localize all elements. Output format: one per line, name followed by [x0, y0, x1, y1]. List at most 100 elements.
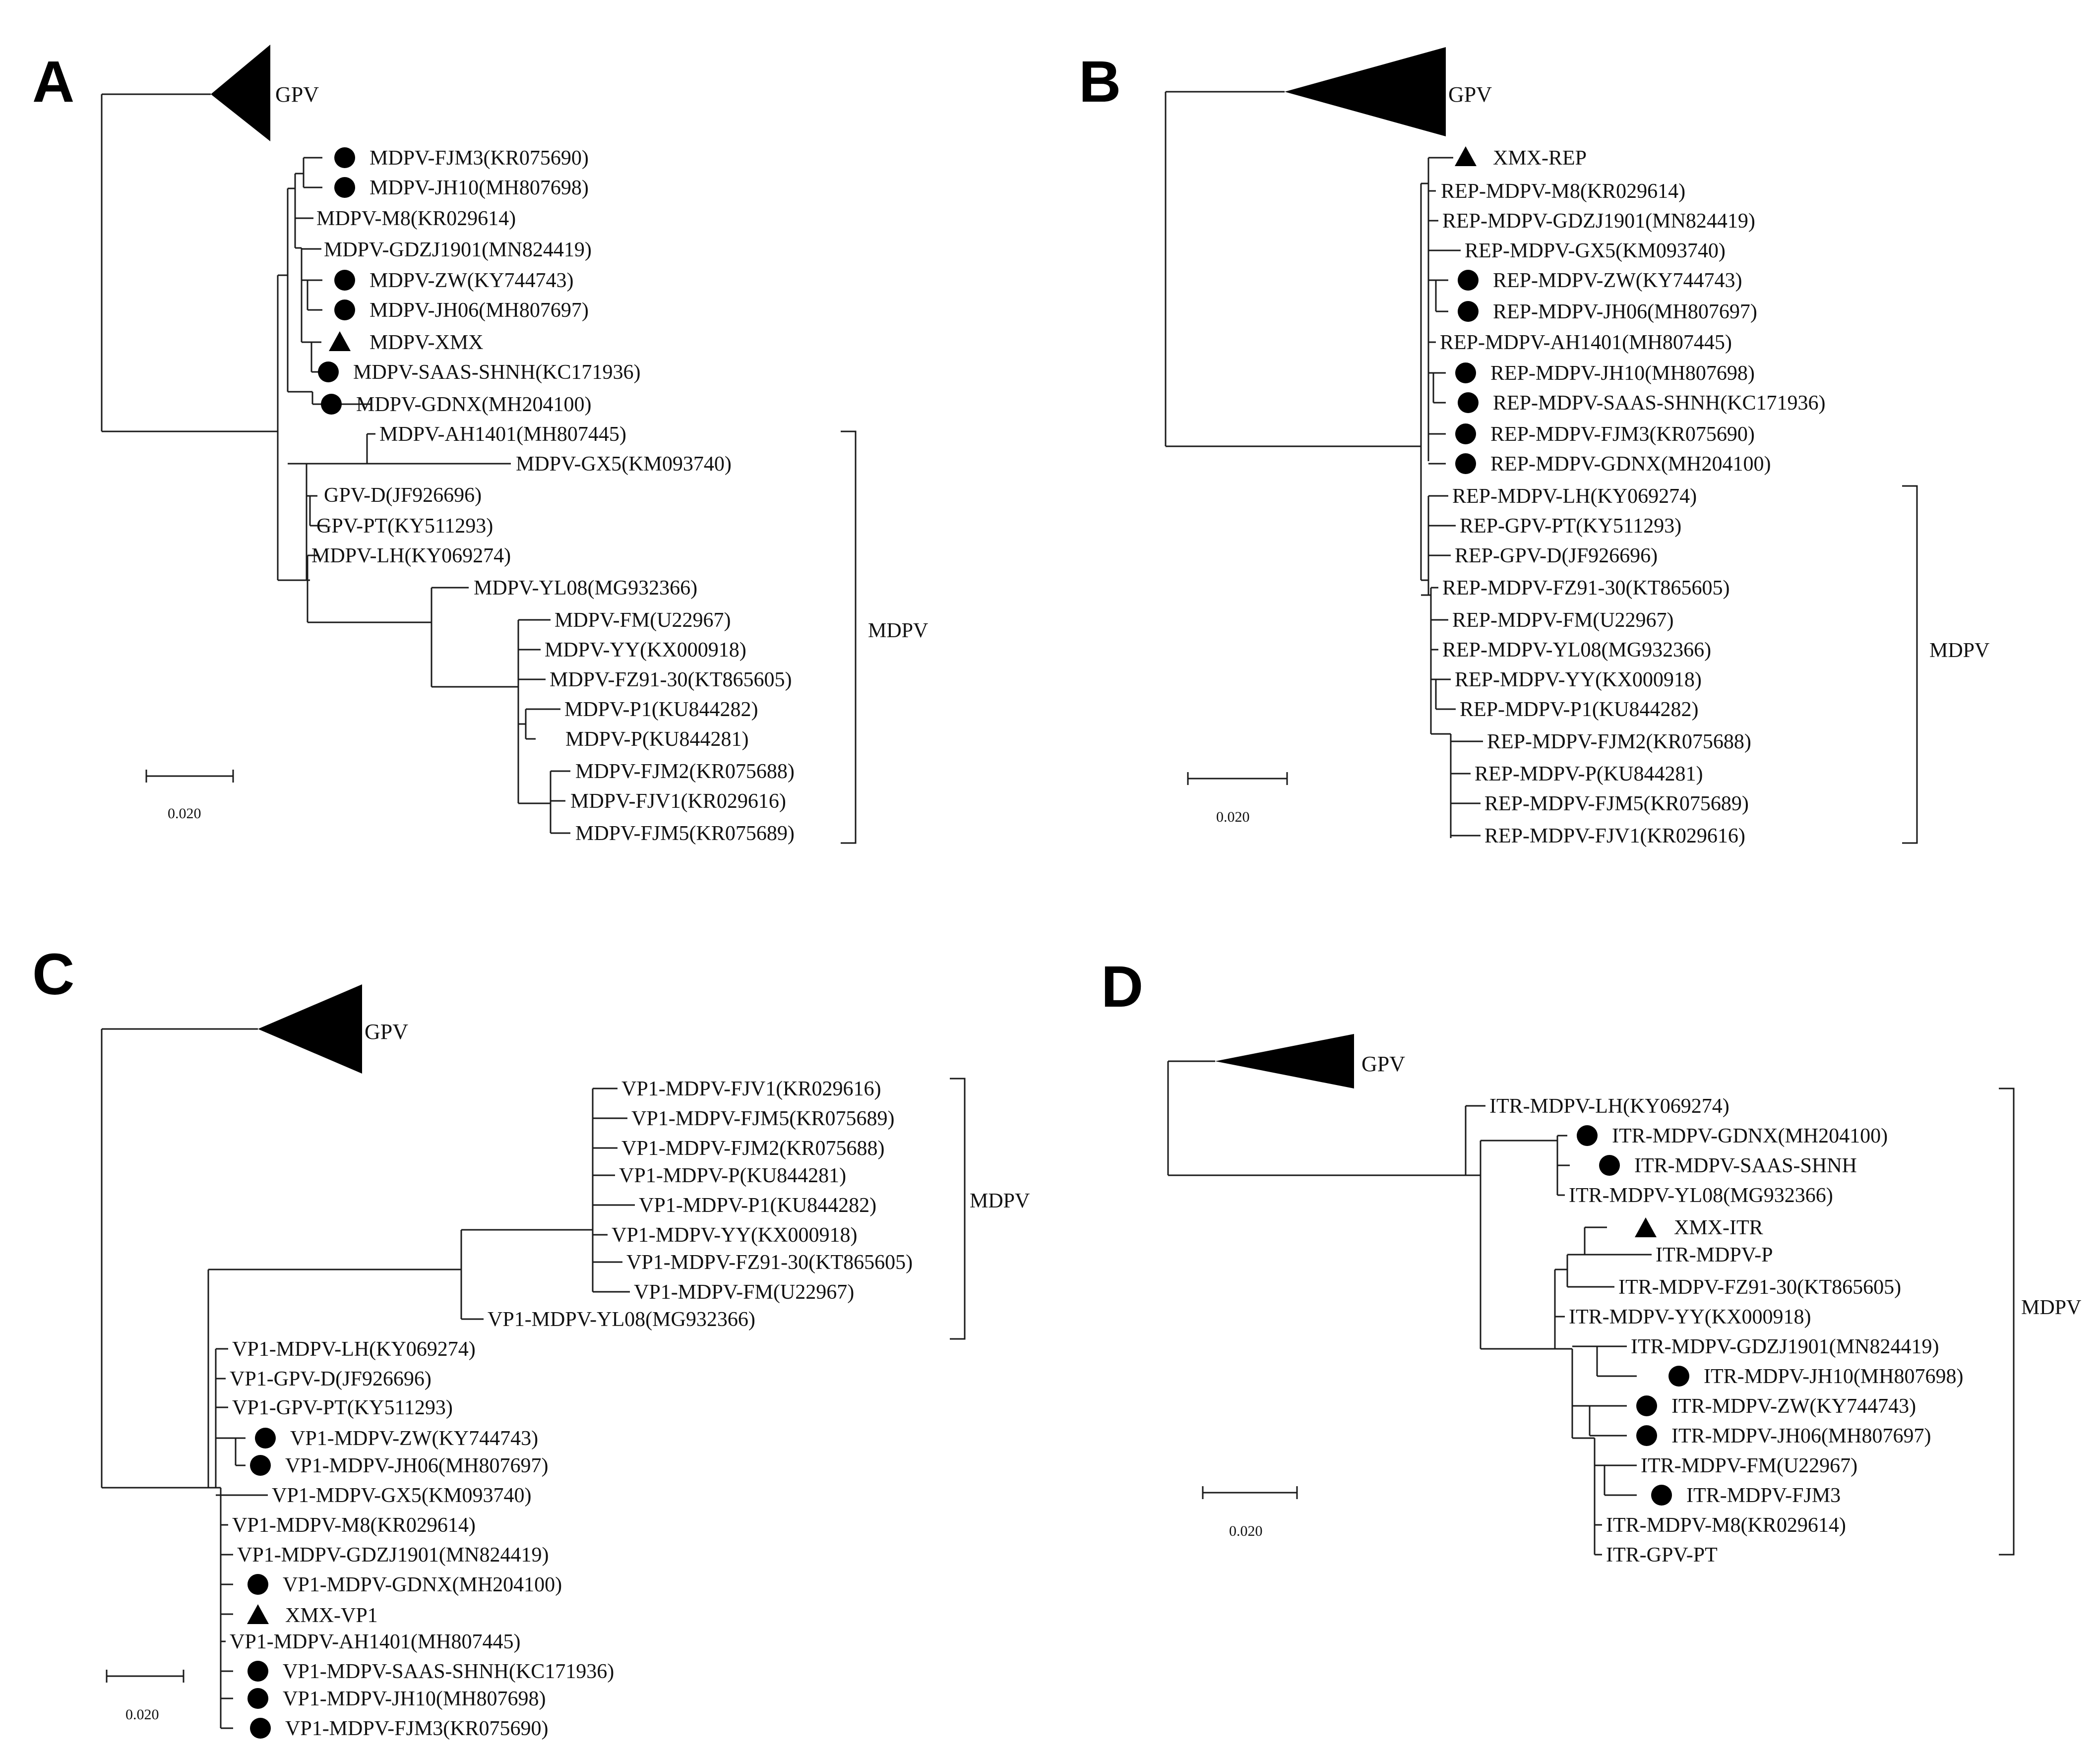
leaf-label: MDPV-SAAS-SHNH(KC171936): [353, 361, 641, 384]
leaf-marker-circle: [247, 1688, 268, 1709]
leaf-label: GPV-D(JF926696): [324, 484, 482, 507]
leaf-label: REP-MDPV-P(KU844281): [1475, 763, 1703, 785]
leaf-marker-circle: [318, 362, 339, 382]
leaf-label: ITR-MDPV-FZ91-30(KT865605): [1618, 1276, 1901, 1299]
leaf-label: VP1-MDPV-AH1401(MH807445): [230, 1631, 520, 1653]
leaf-label: VP1-MDPV-FJV1(KR029616): [621, 1078, 881, 1100]
panel-a-scale-bar: 0.020: [145, 770, 234, 822]
panel-a-mdpv-label: MDPV: [868, 619, 928, 642]
leaf-label: MDPV-FJM2(KR075688): [575, 760, 795, 783]
leaf-label: REP-MDPV-GDZJ1901(MN824419): [1442, 210, 1755, 233]
leaf-label: VP1-MDPV-FZ91-30(KT865605): [626, 1251, 913, 1274]
leaf-marker-circle: [250, 1718, 271, 1739]
leaf-label: ITR-MDPV-GDZJ1901(MN824419): [1631, 1335, 1939, 1358]
leaf-label: MDPV-M8(KR029614): [316, 207, 516, 230]
leaf-marker-circle: [1599, 1155, 1620, 1176]
panel-c-scale-label: 0.020: [125, 1706, 159, 1723]
panel-c-leaves: VP1-MDPV-FJV1(KR029616) VP1-MDPV-FJM5(KR…: [230, 1078, 913, 1740]
panel-b-scale-label: 0.020: [1216, 809, 1250, 825]
leaf-label: VP1-MDPV-FM(U22967): [634, 1281, 854, 1304]
leaf-label: MDPV-GDNX(MH204100): [356, 393, 591, 416]
leaf-label: MDPV-FJM3(KR075690): [370, 147, 589, 170]
leaf-marker-circle: [1651, 1485, 1672, 1506]
leaf-label: MDPV-FJM5(KR075689): [575, 822, 795, 845]
leaf-marker-circle: [334, 300, 355, 320]
leaf-label: REP-MDPV-GX5(KM093740): [1465, 240, 1726, 262]
leaf-label: REP-MDPV-LH(KY069274): [1452, 485, 1697, 508]
leaf-label: VP1-GPV-D(JF926696): [230, 1368, 432, 1390]
leaf-label: VP1-MDPV-P1(KU844282): [639, 1194, 876, 1217]
leaf-marker-circle: [1455, 453, 1476, 474]
panel-d-mdpv-label: MDPV: [2021, 1296, 2081, 1319]
leaf-marker-circle: [321, 394, 342, 415]
leaf-label: REP-MDPV-GDNX(MH204100): [1490, 453, 1771, 476]
leaf-label: VP1-MDPV-FJM5(KR075689): [631, 1107, 895, 1130]
leaf-marker-circle: [1458, 301, 1479, 322]
leaf-label: REP-MDPV-JH06(MH807697): [1493, 301, 1757, 323]
leaf-label: VP1-MDPV-JH10(MH807698): [283, 1688, 546, 1710]
leaf-label: REP-MDPV-YL08(MG932366): [1442, 639, 1711, 662]
leaf-label: MDPV-GDZJ1901(MN824419): [324, 239, 592, 261]
leaf-label: MDPV-JH10(MH807698): [370, 177, 589, 199]
leaf-label: REP-MDPV-ZW(KY744743): [1493, 269, 1742, 292]
leaf-label: MDPV-LH(KY069274): [311, 544, 511, 567]
panel-c-scale-bar: 0.020: [106, 1670, 185, 1723]
leaf-label: REP-MDPV-P1(KU844282): [1460, 698, 1699, 721]
leaf-label: VP1-MDPV-YL08(MG932366): [488, 1308, 755, 1331]
leaf-label: REP-MDPV-FJM3(KR075690): [1490, 423, 1755, 446]
panel-b-leaves: XMX-REP REP-MDPV-M8(KR029614) REP-MDPV-G…: [1440, 146, 1826, 847]
panel-d-letter: D: [1101, 954, 1143, 1020]
leaf-label: MDPV-FZ91-30(KT865605): [550, 668, 792, 691]
leaf-label: MDPV-JH06(MH807697): [370, 299, 589, 322]
leaf-marker-circle: [334, 147, 355, 168]
leaf-label: MDPV-FM(U22967): [555, 609, 731, 632]
panel-d-leaves: ITR-MDPV-LH(KY069274) ITR-MDPV-GDNX(MH20…: [1489, 1095, 1963, 1567]
leaf-label: XMX-ITR: [1674, 1216, 1763, 1239]
leaf-label: MDPV-YY(KX000918): [545, 639, 746, 662]
leaf-marker-circle: [247, 1574, 268, 1595]
leaf-label: VP1-MDPV-ZW(KY744743): [290, 1427, 538, 1450]
leaf-label: ITR-MDPV-YL08(MG932366): [1569, 1184, 1833, 1207]
panel-d-mdpv-bracket: [1999, 1087, 2015, 1556]
panel-d-gpv-label: GPV: [1361, 1052, 1405, 1076]
panel-c-mdpv-bracket: [950, 1078, 966, 1340]
leaf-label: MDPV-XMX: [370, 331, 484, 354]
leaf-label: ITR-MDPV-GDNX(MH204100): [1612, 1125, 1888, 1148]
leaf-label: VP1-MDPV-GX5(KM093740): [272, 1484, 531, 1507]
leaf-marker-triangle: [247, 1604, 269, 1624]
panel-b: B: [1079, 47, 1989, 847]
leaf-label: ITR-GPV-PT: [1606, 1544, 1718, 1567]
panel-a-letter: A: [32, 49, 74, 115]
leaf-label: REP-MDPV-SAAS-SHNH(KC171936): [1493, 392, 1826, 415]
leaf-marker-circle: [250, 1455, 271, 1476]
leaf-label: MDPV-P1(KU844282): [564, 698, 758, 721]
panel-b-letter: B: [1079, 49, 1121, 115]
panel-d-scale-bar: 0.020: [1202, 1486, 1298, 1539]
leaf-label: ITR-MDPV-SAAS-SHNH: [1634, 1154, 1857, 1177]
leaf-marker-circle: [247, 1661, 268, 1682]
panel-a-mdpv-bracket: [841, 430, 857, 844]
panel-c: C: [32, 942, 1030, 1740]
leaf-label: REP-MDPV-FJV1(KR029616): [1484, 825, 1745, 847]
leaf-marker-circle: [1668, 1366, 1689, 1387]
leaf-label: VP1-MDPV-YY(KX000918): [612, 1224, 857, 1247]
leaf-marker-circle: [1577, 1125, 1598, 1146]
panel-c-mdpv-label: MDPV: [970, 1190, 1030, 1212]
leaf-label: ITR-MDPV-JH10(MH807698): [1704, 1365, 1963, 1388]
panel-c-letter: C: [32, 942, 74, 1007]
leaf-label: REP-GPV-PT(KY511293): [1460, 515, 1681, 538]
leaf-label: REP-MDPV-YY(KX000918): [1455, 668, 1702, 691]
leaf-label: ITR-MDPV-M8(KR029614): [1606, 1514, 1846, 1537]
leaf-label: ITR-MDPV-YY(KX000918): [1569, 1306, 1811, 1329]
panel-c-gpv-label: GPV: [365, 1020, 408, 1044]
leaf-label: GPV-PT(KY511293): [316, 515, 493, 538]
leaf-label: VP1-MDPV-P(KU844281): [619, 1164, 846, 1187]
leaf-marker-circle: [334, 177, 355, 198]
panel-a-gpv-label: GPV: [275, 82, 319, 107]
leaf-label: ITR-MDPV-ZW(KY744743): [1671, 1395, 1916, 1418]
leaf-label: ITR-MDPV-FM(U22967): [1641, 1454, 1857, 1477]
leaf-marker-circle: [1458, 270, 1479, 291]
leaf-label: ITR-MDPV-JH06(MH807697): [1671, 1425, 1931, 1448]
panel-a-leaves: MDPV-FJM3(KR075690) MDPV-JH10(MH807698) …: [311, 147, 795, 845]
